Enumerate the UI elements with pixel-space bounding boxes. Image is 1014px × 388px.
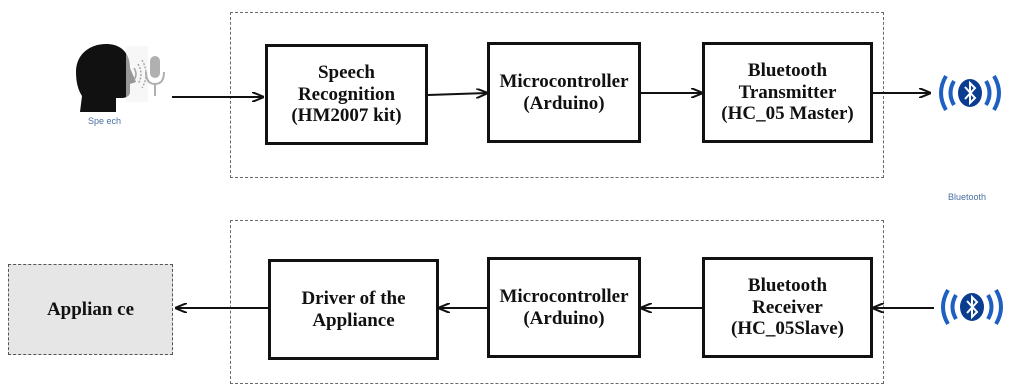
bluetooth-label: Bluetooth [948, 192, 987, 202]
driver-block: Driver of the Appliance [268, 259, 439, 360]
receiver-group-frame [230, 220, 884, 384]
bluetooth-signal-icon [941, 288, 1003, 326]
transmitter-group-frame [230, 12, 884, 178]
bluetooth-signal-icon [939, 74, 1001, 112]
arrow-recognition-to-mcu [427, 93, 487, 95]
speaking-head-icon [76, 44, 165, 112]
bluetooth-transmitter-block: Bluetooth Transmitter (HC_05 Master) [702, 42, 873, 143]
bluetooth-receiver-block: Bluetooth Receiver (HC_05Slave) [702, 257, 873, 358]
appliance-block: Applian ce [8, 264, 173, 355]
speech-recognition-block: Speech Recognition (HM2007 kit) [265, 44, 428, 145]
microcontroller-top-block: Microcontroller (Arduino) [487, 42, 641, 143]
microcontroller-bottom-block: Microcontroller (Arduino) [487, 257, 641, 358]
speech-label: Spe ech [88, 116, 122, 126]
